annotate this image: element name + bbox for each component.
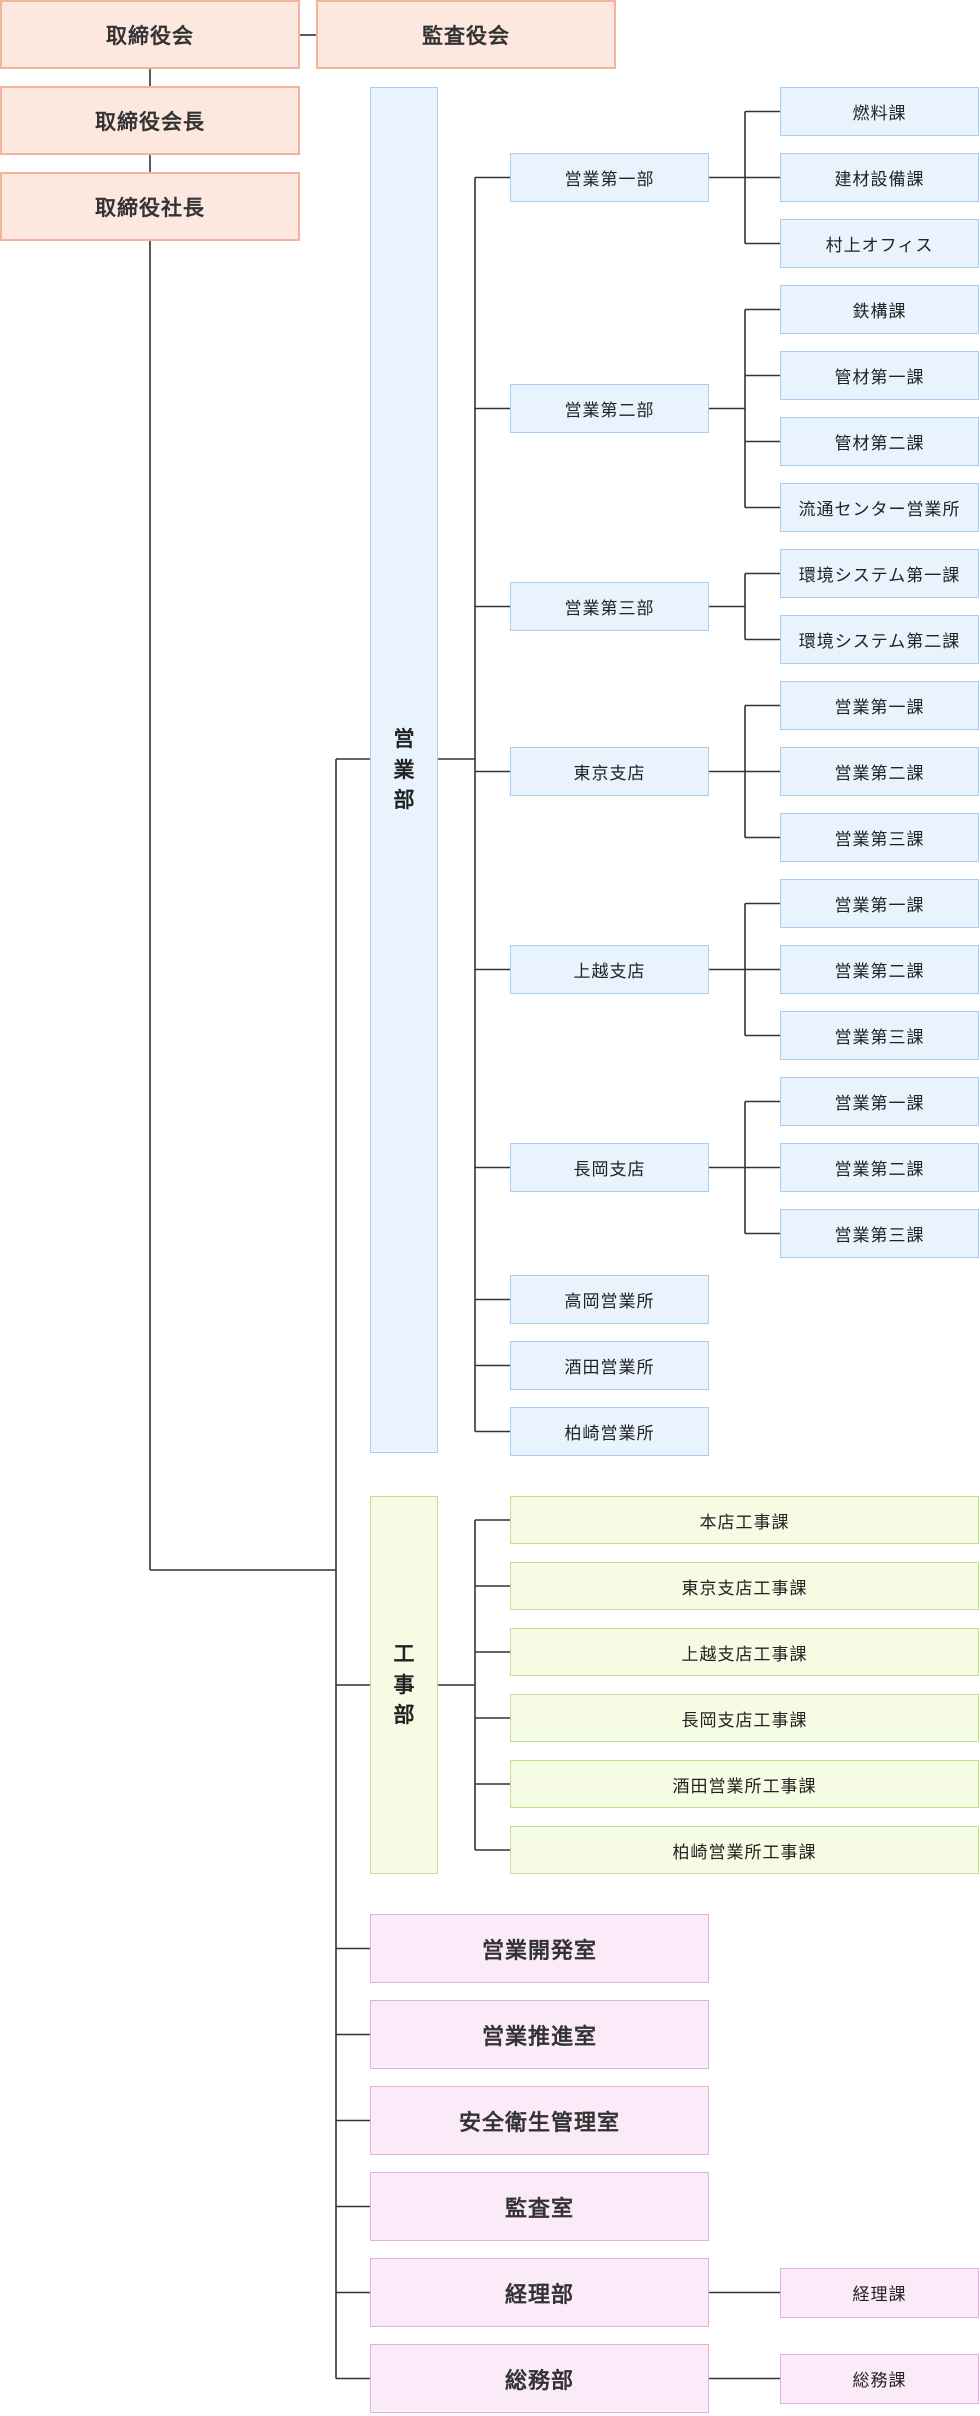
sales-section-box: 営業第一課 [780,879,979,928]
staff-section-box: 経理課 [780,2267,979,2318]
label-char: 工 [393,1642,415,1667]
sales-section-box: 営業第三課 [780,1209,979,1258]
label-char: 部 [393,1703,415,1728]
sales-section-box: 管材第一課 [780,351,979,400]
sales-unit-box: 東京支店 [510,747,709,796]
sales-division-box: 営業部 [370,87,438,1453]
label-char: 業 [393,757,415,782]
president-box: 取締役社長 [0,172,300,241]
sales-section-box: 燃料課 [780,87,979,136]
construction-section-box: 酒田営業所工事課 [510,1760,979,1808]
sales-section-box: 流通センター営業所 [780,483,979,532]
staff-office-box: 営業開発室 [370,1914,709,1983]
sales-unit-box: 上越支店 [510,945,709,994]
staff-office-box: 安全衛生管理室 [370,2086,709,2155]
sales-section-box: 営業第二課 [780,1143,979,1192]
staff-office-box: 監査室 [370,2172,709,2241]
sales-section-box: 営業第二課 [780,945,979,994]
label-char: 営 [393,727,415,752]
construction-section-box: 本店工事課 [510,1496,979,1544]
staff-office-box: 営業推進室 [370,2000,709,2069]
sales-section-box: 営業第一課 [780,681,979,730]
construction-section-box: 上越支店工事課 [510,1628,979,1676]
construction-section-box: 長岡支店工事課 [510,1694,979,1742]
sales-section-box: 環境システム第二課 [780,615,979,664]
sales-section-box: 建材設備課 [780,153,979,202]
construction-section-box: 柏崎営業所工事課 [510,1826,979,1874]
sales-unit-box: 営業第二部 [510,384,709,433]
sales-section-box: 村上オフィス [780,219,979,268]
staff-section-box: 総務課 [780,2353,979,2404]
sales-section-box: 営業第一課 [780,1077,979,1126]
sales-unit-box: 営業第一部 [510,153,709,202]
audit-board-box: 監査役会 [316,0,616,69]
chairman-box: 取締役会長 [0,86,300,155]
sales-section-box: 環境システム第一課 [780,549,979,598]
construction-section-box: 東京支店工事課 [510,1562,979,1610]
sales-unit-box: 高岡営業所 [510,1275,709,1324]
sales-section-box: 営業第三課 [780,813,979,862]
sales-section-box: 鉄構課 [780,285,979,334]
sales-unit-box: 柏崎営業所 [510,1407,709,1456]
sales-section-box: 営業第二課 [780,747,979,796]
label-char: 部 [393,788,415,813]
sales-section-box: 管材第二課 [780,417,979,466]
board-of-directors-box: 取締役会 [0,0,300,69]
sales-section-box: 営業第三課 [780,1011,979,1060]
sales-unit-box: 酒田営業所 [510,1341,709,1390]
staff-office-box: 総務部 [370,2344,709,2413]
staff-office-box: 経理部 [370,2258,709,2327]
sales-unit-box: 営業第三部 [510,582,709,631]
construction-division-box: 工事部 [370,1496,438,1874]
label-char: 事 [393,1672,415,1697]
sales-unit-box: 長岡支店 [510,1143,709,1192]
